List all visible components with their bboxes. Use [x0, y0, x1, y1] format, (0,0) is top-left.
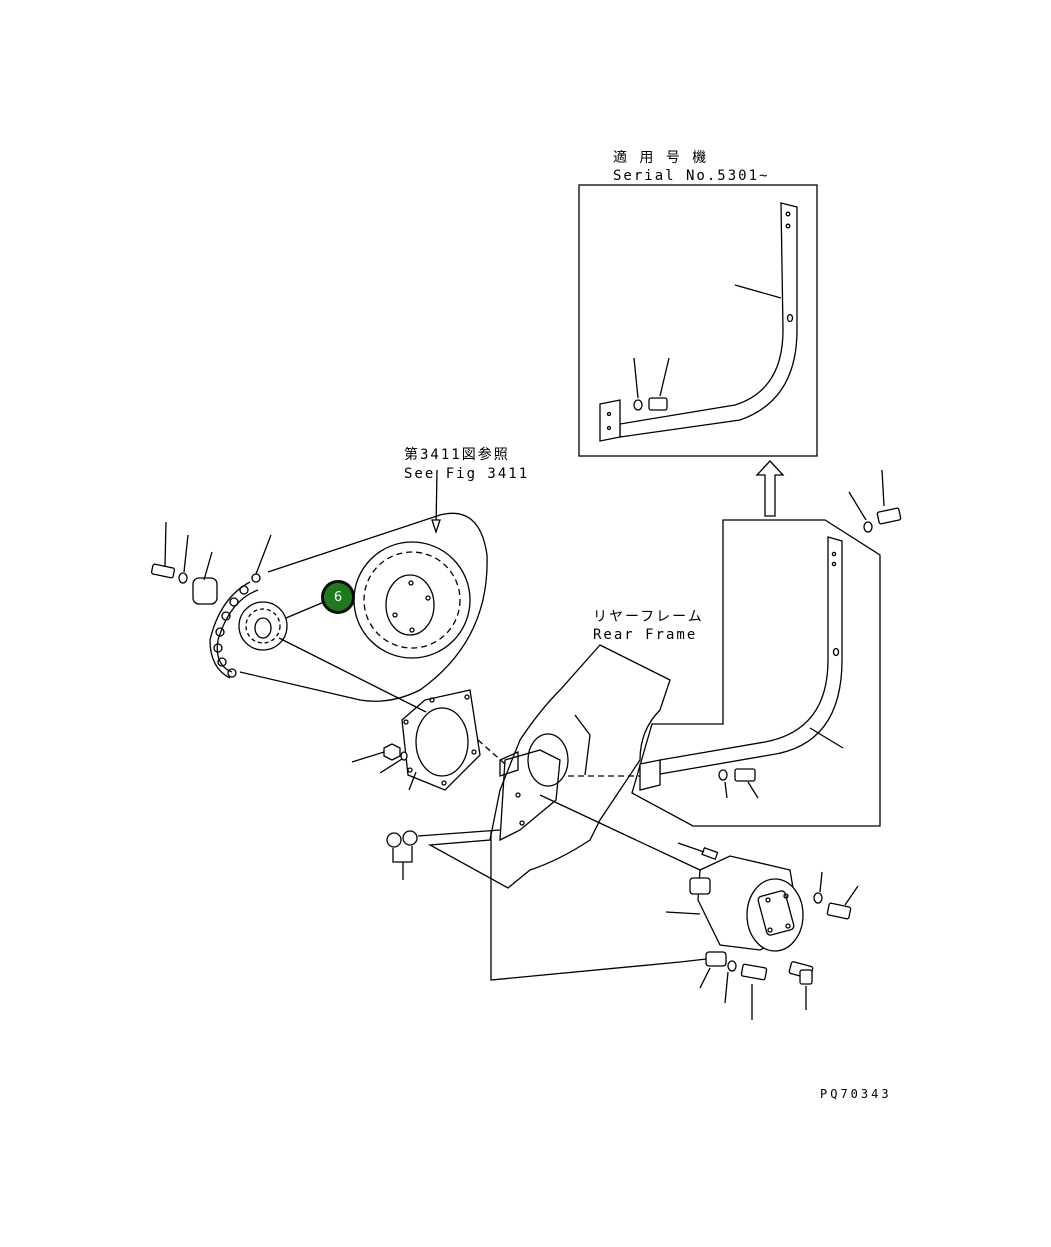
inset-box: [578, 184, 818, 457]
lower-bolt-group: [490, 830, 814, 1020]
roller-chain: [209, 573, 261, 679]
inset-title-en: Serial No.5301~: [613, 168, 770, 184]
motor-right-bolts: [813, 871, 859, 920]
small-sprocket: [238, 601, 288, 651]
top-right-bolt: [848, 469, 902, 533]
left-bolt-group: [150, 521, 272, 605]
see-fig-label-jp: 第3411図参照: [404, 447, 510, 463]
key-pin: [677, 842, 719, 860]
chain-cover-outline: [239, 512, 488, 702]
inset-title-jp: 適 用 号 機: [613, 150, 709, 166]
rear-frame-bracket: [427, 644, 671, 889]
bushing-group: [386, 829, 501, 880]
drive-motor: [539, 794, 804, 952]
part-callout-6[interactable]: 6: [321, 580, 355, 614]
guard-outline-box: [631, 519, 881, 827]
arrow-up-icon: [755, 460, 785, 517]
large-sprocket: [353, 541, 471, 659]
drawing-code: PQ70343: [820, 1087, 892, 1101]
nut-washer-group: [351, 743, 417, 791]
gasket-plate: [278, 637, 481, 791]
see-fig-label-en: See Fig 3411: [404, 466, 530, 482]
rear-frame-label-en: Rear Frame: [593, 627, 698, 643]
rear-frame-label-jp: リヤーフレーム: [593, 609, 704, 625]
